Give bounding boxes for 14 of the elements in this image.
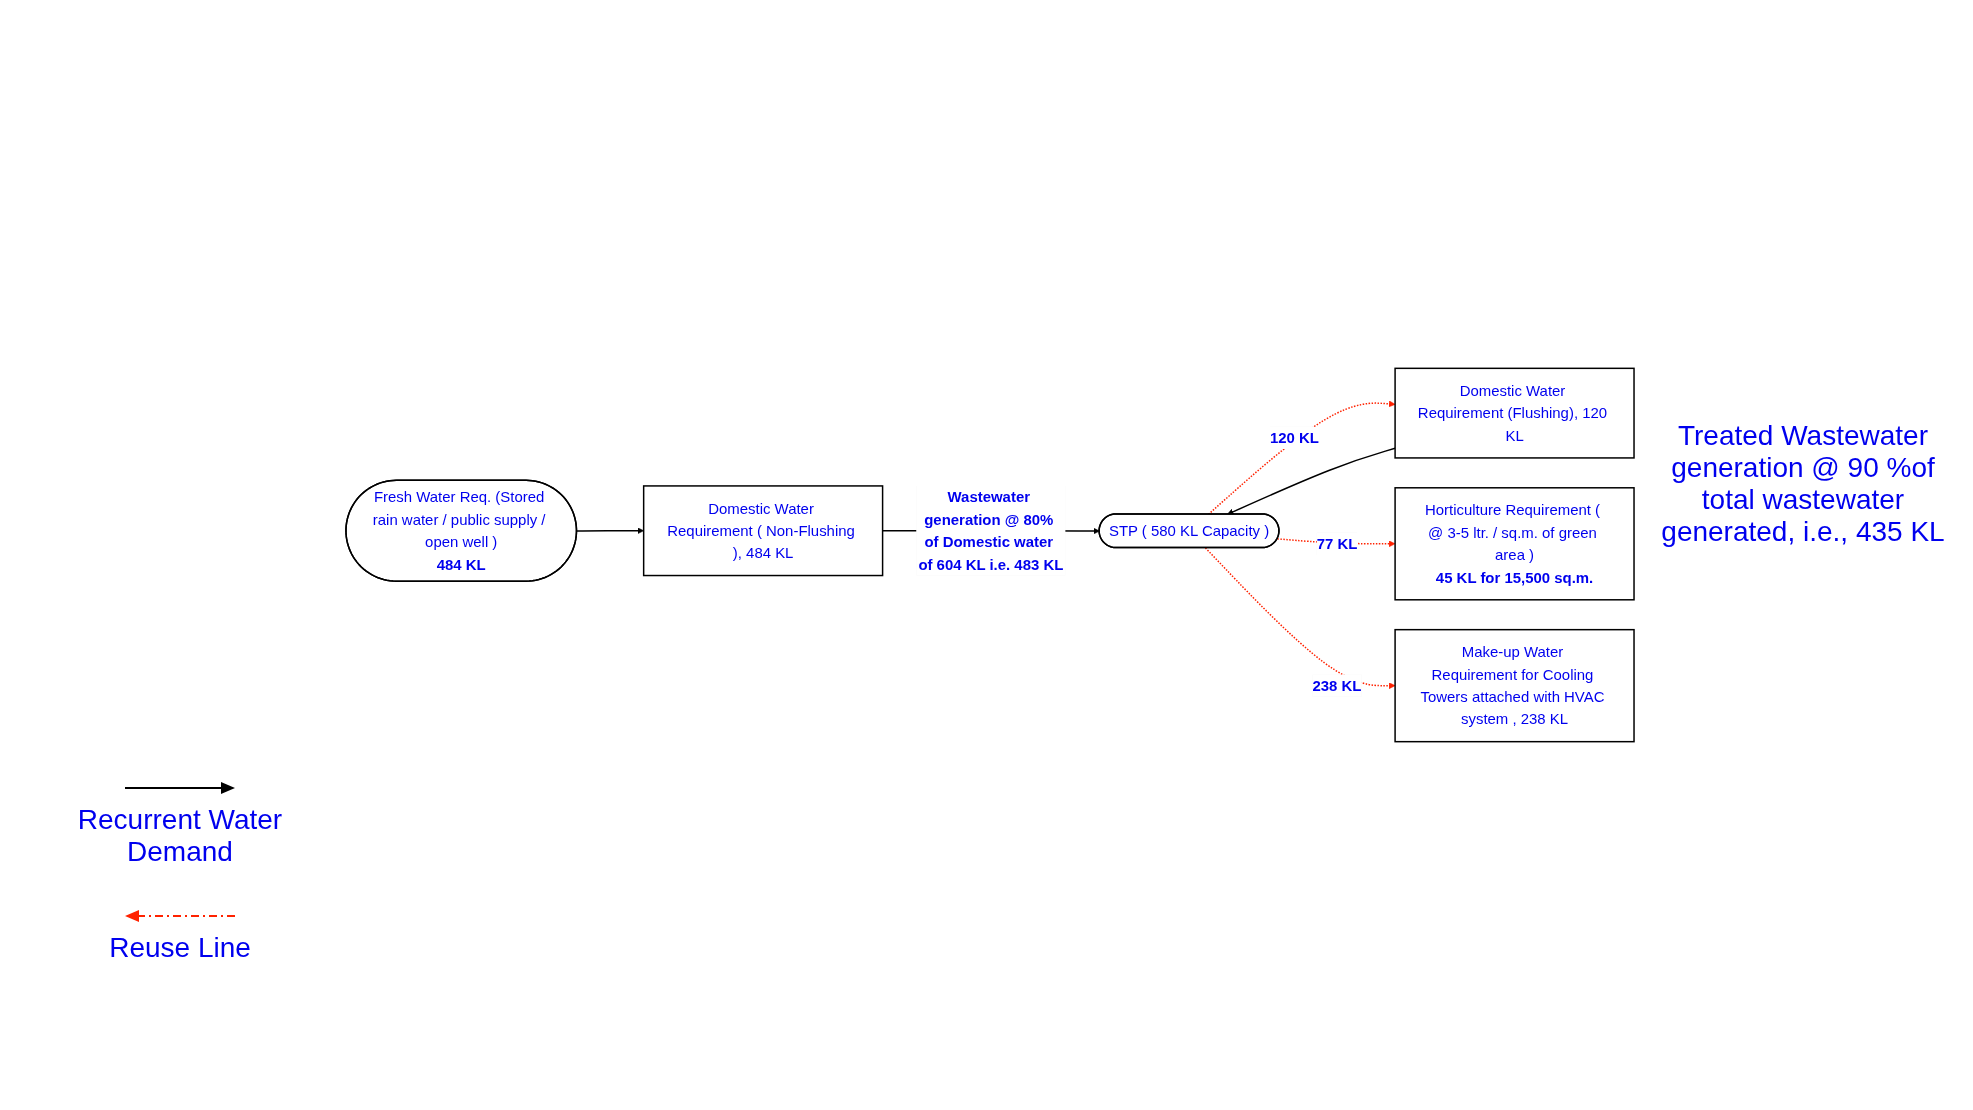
legend-text: Reuse Line	[108, 932, 252, 964]
edge-label: 238 KL	[1312, 677, 1362, 694]
arrow	[576, 527, 644, 534]
edge-label: 120 KL	[1269, 429, 1319, 447]
note-text: Treated Wastewater generation @ 90 %of total wastewater generated, i.e., 435 KL	[1660, 420, 1946, 548]
arrow	[1227, 447, 1396, 515]
edge-label: 77 KL	[1316, 535, 1358, 553]
edge-label: Wastewater generation @ 80% of Domestic water of 604 KL i.e. 483 KL	[918, 488, 1064, 573]
node-box: Horticulture Requirement ( @ 3-5 ltr. / sq.m. of green area ) 45 KL for 15,500 sq.m.	[1394, 487, 1635, 601]
arrow	[1204, 547, 1396, 689]
node-box: Domestic Water Requirement (Flushing), 120 KL	[1394, 367, 1635, 459]
legend-text: Recurrent Water Demand	[76, 804, 284, 868]
node-box: Make-up Water Requirement for Cooling Towers attached with HVAC system , 238 KL	[1394, 628, 1635, 743]
node-box: Domestic Water Requirement ( Non-Flushing ), 484 KL	[642, 485, 884, 577]
